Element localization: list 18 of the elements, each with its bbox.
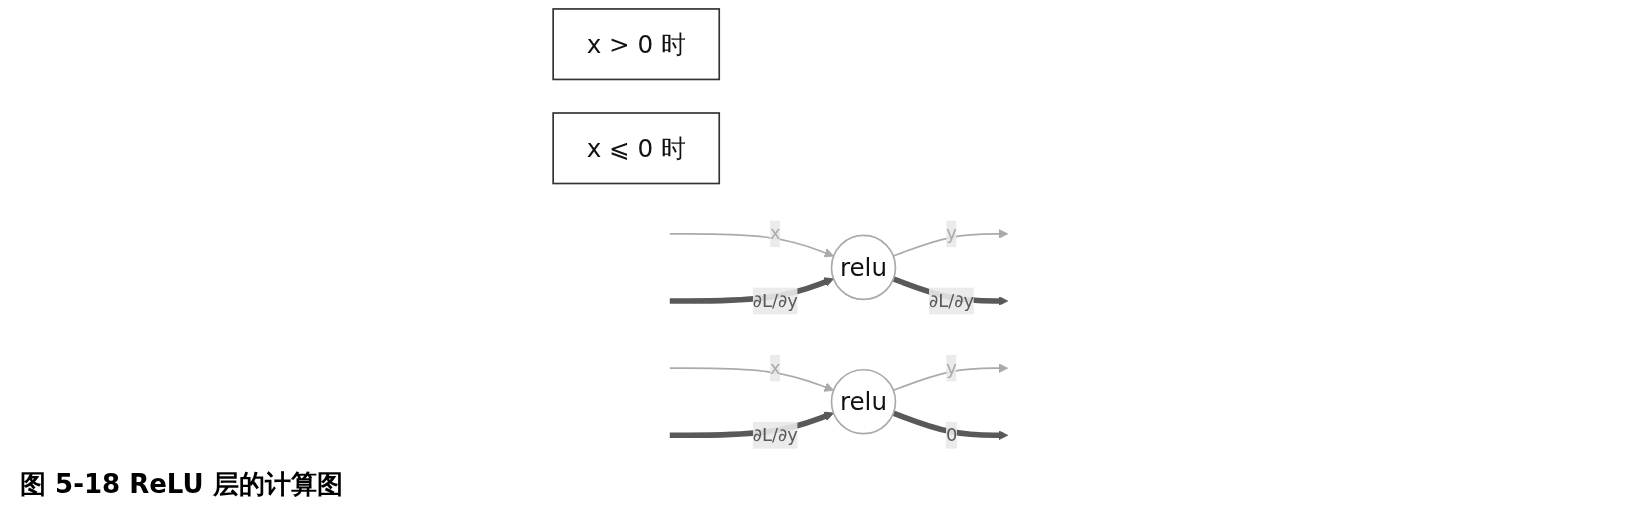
edge-label: x — [770, 222, 781, 244]
arrow — [892, 410, 1009, 441]
edge-label: ∂L/∂y — [752, 424, 798, 446]
arrow — [668, 367, 835, 392]
edge-label: 0 — [945, 424, 958, 446]
edge-label: y — [946, 356, 957, 379]
node-circle: relu — [830, 234, 897, 301]
node-box: x ⩽ 0 时 — [552, 112, 721, 185]
arrow — [892, 363, 1009, 392]
edge-label: x — [770, 356, 781, 379]
arrow — [892, 228, 1009, 257]
node-circle: relu — [830, 368, 897, 435]
edge-label: y — [946, 222, 957, 244]
edge-label: ∂L/∂y — [929, 289, 975, 312]
figure-caption: 图 5-18 ReLU 层的计算图 — [19, 468, 343, 501]
node-box: x > 0 时 — [552, 8, 721, 81]
edge-label: ∂L/∂y — [752, 289, 798, 312]
arrow — [668, 233, 835, 258]
